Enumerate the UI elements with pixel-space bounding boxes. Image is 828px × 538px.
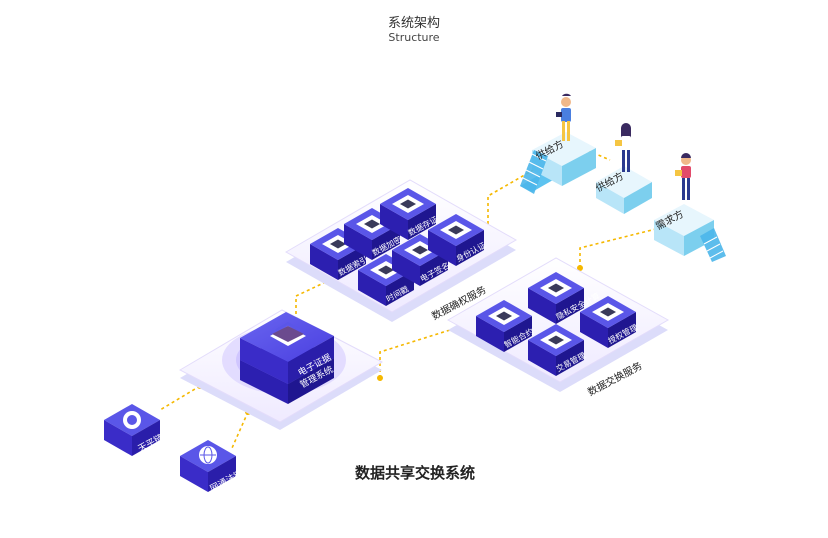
module-block[interactable] xyxy=(476,300,532,352)
connector-auth-to-supplier xyxy=(487,165,541,230)
person-icon xyxy=(675,153,691,200)
page-title: 系统架构 xyxy=(387,16,440,31)
module-block[interactable] xyxy=(580,296,636,348)
identity-icon xyxy=(440,221,472,239)
module-block[interactable] xyxy=(528,324,584,376)
connector-center-to-wangtong xyxy=(231,411,249,449)
connector-supplier-link xyxy=(581,147,611,161)
privacy-compute-icon xyxy=(540,279,572,297)
person-icon xyxy=(615,123,631,172)
module-block[interactable] xyxy=(528,272,584,324)
connector-exchange-to-demander xyxy=(579,225,669,268)
center-block[interactable] xyxy=(240,312,334,404)
storage-icon xyxy=(392,195,424,213)
supplier-tower-1 xyxy=(520,132,596,194)
connector-center-to-auth xyxy=(295,279,331,320)
connector-center-to-exchange xyxy=(379,329,451,378)
briefcase-icon xyxy=(270,321,306,346)
connectors xyxy=(159,147,669,449)
tianping-chain-block[interactable] xyxy=(104,404,160,456)
trade-icon xyxy=(540,331,572,349)
contract-icon xyxy=(488,307,520,325)
module-block[interactable] xyxy=(428,214,484,266)
page-subtitle: Structure xyxy=(388,31,440,44)
module-block[interactable] xyxy=(380,188,436,240)
demander-tower xyxy=(654,204,726,262)
wangtong-chain-block[interactable] xyxy=(180,440,236,492)
connector-center-to-tianping xyxy=(159,385,201,411)
person-icon xyxy=(556,93,571,141)
module-block[interactable] xyxy=(358,254,414,306)
supplier-tower-2 xyxy=(596,166,652,214)
system-name: 数据共享交换系统 xyxy=(354,464,475,482)
authorize-icon xyxy=(592,303,624,321)
